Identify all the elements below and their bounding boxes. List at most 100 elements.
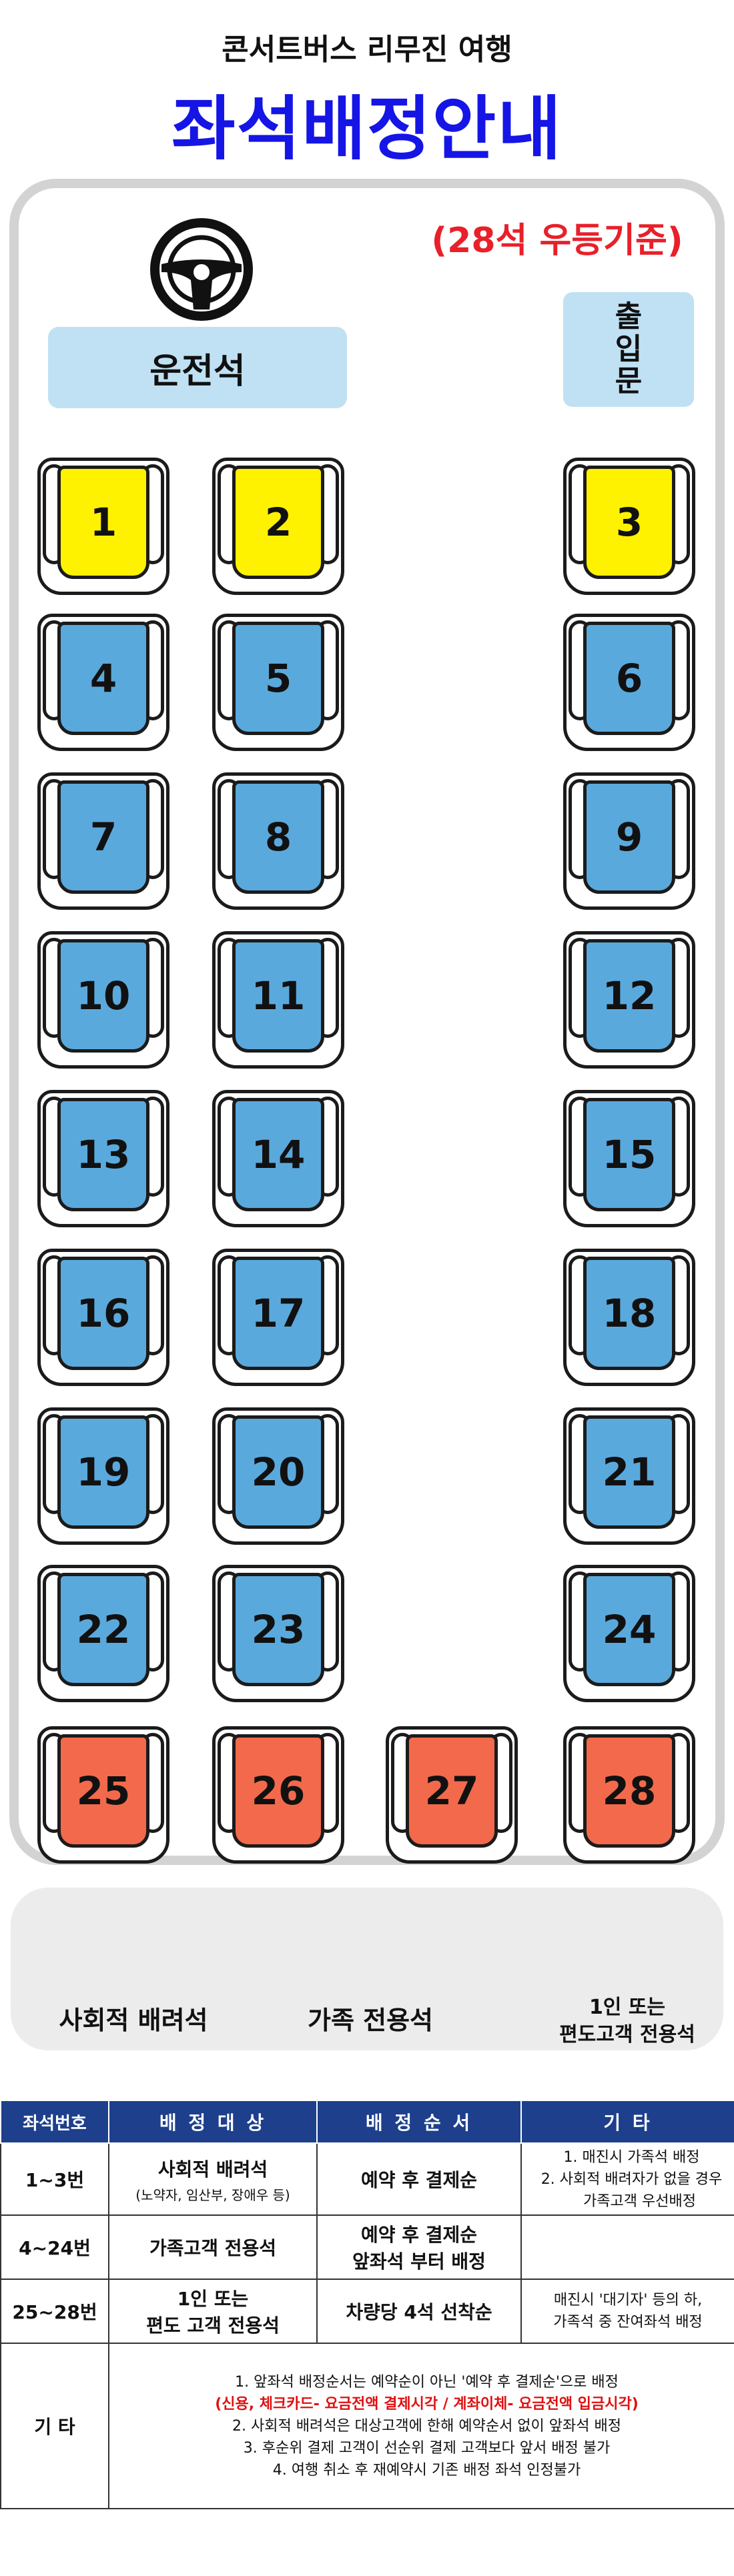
row1-etc-3: 가족고객 우선배정 [583, 2192, 696, 2210]
seat-2: 2 [212, 458, 344, 595]
notes-label: 기 타 [0, 2343, 109, 2509]
row2-order-line1: 예약 후 결제순 [360, 2224, 478, 2246]
seat-12: 12 [563, 931, 695, 1069]
seat-number: 28 [602, 1768, 657, 1814]
seat-number: 5 [264, 656, 292, 701]
row2-etc [520, 2214, 734, 2280]
seat-cushion [232, 780, 324, 894]
seat-27: 27 [386, 1726, 518, 1864]
row3-etc-2: 가족석 중 잔여좌석 배정 [553, 2314, 703, 2331]
seat-17: 17 [212, 1249, 344, 1386]
seat-20: 20 [212, 1407, 344, 1545]
page-subtitle: 콘서트버스 리무진 여행 [222, 33, 512, 67]
seat-5: 5 [212, 614, 344, 751]
row1-target-sub: (노약자, 임산부, 장애우 등) [135, 2186, 290, 2203]
legend-label: 사회적 배려석 [59, 2006, 208, 2035]
row3-seats: 25~28번 [0, 2279, 109, 2344]
seat-number: 6 [615, 656, 643, 701]
seat-14: 14 [212, 1090, 344, 1227]
seat-15: 15 [563, 1090, 695, 1227]
seat-cushion [57, 1257, 149, 1370]
seat-number: 11 [251, 973, 306, 1019]
table-header-row: 좌석번호 배 정 대 상 배 정 순 서 기 타 [0, 2100, 734, 2144]
driver-seat-label: 운전석 [48, 327, 347, 408]
seat-6: 6 [563, 614, 695, 751]
header-target: 배 정 대 상 [108, 2100, 318, 2144]
table-row: 25~28번 1인 또는 편도 고객 전용석 차량당 4석 선착순 매진시 '대… [0, 2279, 734, 2344]
seat-cushion [232, 1734, 324, 1848]
seat-cushion [232, 466, 324, 579]
seat-1: 1 [37, 458, 169, 595]
table-row: 4~24번 가족고객 전용석 예약 후 결제순 앞좌석 부터 배정 [0, 2214, 734, 2280]
row1-etc-2: 2. 사회적 배려자가 없을 경우 [540, 2170, 723, 2188]
seat-cushion [583, 466, 675, 579]
seat-3: 3 [563, 458, 695, 595]
row1-etc: 1. 매진시 가족석 배정 2. 사회적 배려자가 없을 경우 가족고객 우선배… [520, 2142, 734, 2216]
seat-cushion [232, 939, 324, 1053]
table-row: 1~3번 사회적 배려석 (노약자, 임산부, 장애우 등) 예약 후 결제순 … [0, 2142, 734, 2216]
row3-target: 1인 또는 편도 고객 전용석 [108, 2279, 318, 2344]
seat-number: 10 [76, 973, 131, 1019]
seat-cushion [583, 1098, 675, 1211]
capacity-note: (28석 우등기준) [431, 221, 683, 261]
seat-cushion [57, 939, 149, 1053]
row1-etc-1: 1. 매진시 가족석 배정 [563, 2148, 700, 2166]
seat-cushion [583, 1734, 675, 1848]
seat-cushion [583, 622, 675, 735]
seat-cushion [57, 1734, 149, 1848]
seat-number: 1 [89, 500, 117, 545]
seat-cushion [583, 1415, 675, 1529]
seat-number: 18 [602, 1291, 657, 1336]
row1-seats: 1~3번 [0, 2142, 109, 2216]
seat-number: 24 [602, 1607, 657, 1652]
row2-seats: 4~24번 [0, 2214, 109, 2280]
seat-cushion [583, 1573, 675, 1686]
door-char-3: 문 [615, 364, 643, 399]
row2-order-line2: 앞좌석 부터 배정 [352, 2250, 486, 2273]
header-etc: 기 타 [520, 2100, 734, 2144]
seat-number: 26 [251, 1768, 306, 1814]
seat-cushion [57, 1573, 149, 1686]
note-1-detail: (신용, 체크카드- 요금전액 결제시각 / 계좌이체- 요금전액 입금시각) [215, 2395, 639, 2413]
seat-cushion [57, 622, 149, 735]
seat-number: 13 [76, 1132, 131, 1177]
row2-order: 예약 후 결제순 앞좌석 부터 배정 [316, 2214, 522, 2280]
seat-number: 2 [264, 500, 292, 545]
seat-19: 19 [37, 1407, 169, 1545]
seat-number: 7 [89, 814, 117, 860]
seat-cushion [57, 1098, 149, 1211]
door-char-2: 입 [615, 332, 643, 366]
seat-number: 12 [602, 973, 657, 1019]
note-1: 1. 앞좌석 배정순서는 예약순이 아닌 '예약 후 결제순'으로 배정 [235, 2373, 619, 2391]
seat-number: 9 [615, 814, 643, 860]
seat-22: 22 [37, 1565, 169, 1702]
seat-11: 11 [212, 931, 344, 1069]
legend-label: 가족 전용석 [307, 2006, 434, 2035]
row3-etc-1: 매진시 '대기자' 등의 하, [553, 2292, 703, 2309]
seat-cushion [232, 622, 324, 735]
row2-target: 가족고객 전용석 [108, 2214, 318, 2280]
row1-order: 예약 후 결제순 [316, 2142, 522, 2216]
seat-number: 27 [424, 1768, 479, 1814]
seat-18: 18 [563, 1249, 695, 1386]
seat-cushion [406, 1734, 498, 1848]
seat-number: 16 [76, 1291, 131, 1336]
seat-24: 24 [563, 1565, 695, 1702]
seat-cushion [232, 1415, 324, 1529]
seat-number: 23 [251, 1607, 306, 1652]
seat-number: 4 [89, 656, 117, 701]
header-order: 배 정 순 서 [316, 2100, 522, 2144]
seat-23: 23 [212, 1565, 344, 1702]
note-2: 2. 사회적 배려석은 대상고객에 한해 예약순서 없이 앞좌석 배정 [232, 2417, 621, 2435]
seat-cushion [583, 1257, 675, 1370]
seat-cushion [583, 780, 675, 894]
seat-number: 20 [251, 1449, 306, 1495]
row1-target-main: 사회적 배려석 [157, 2158, 268, 2180]
entrance-door-label: 출 입 문 [563, 292, 694, 407]
seat-cushion [57, 1415, 149, 1529]
seat-10: 10 [37, 931, 169, 1069]
seat-number: 15 [602, 1132, 657, 1177]
seat-number: 8 [264, 814, 292, 860]
seat-21: 21 [563, 1407, 695, 1545]
seat-number: 14 [251, 1132, 306, 1177]
